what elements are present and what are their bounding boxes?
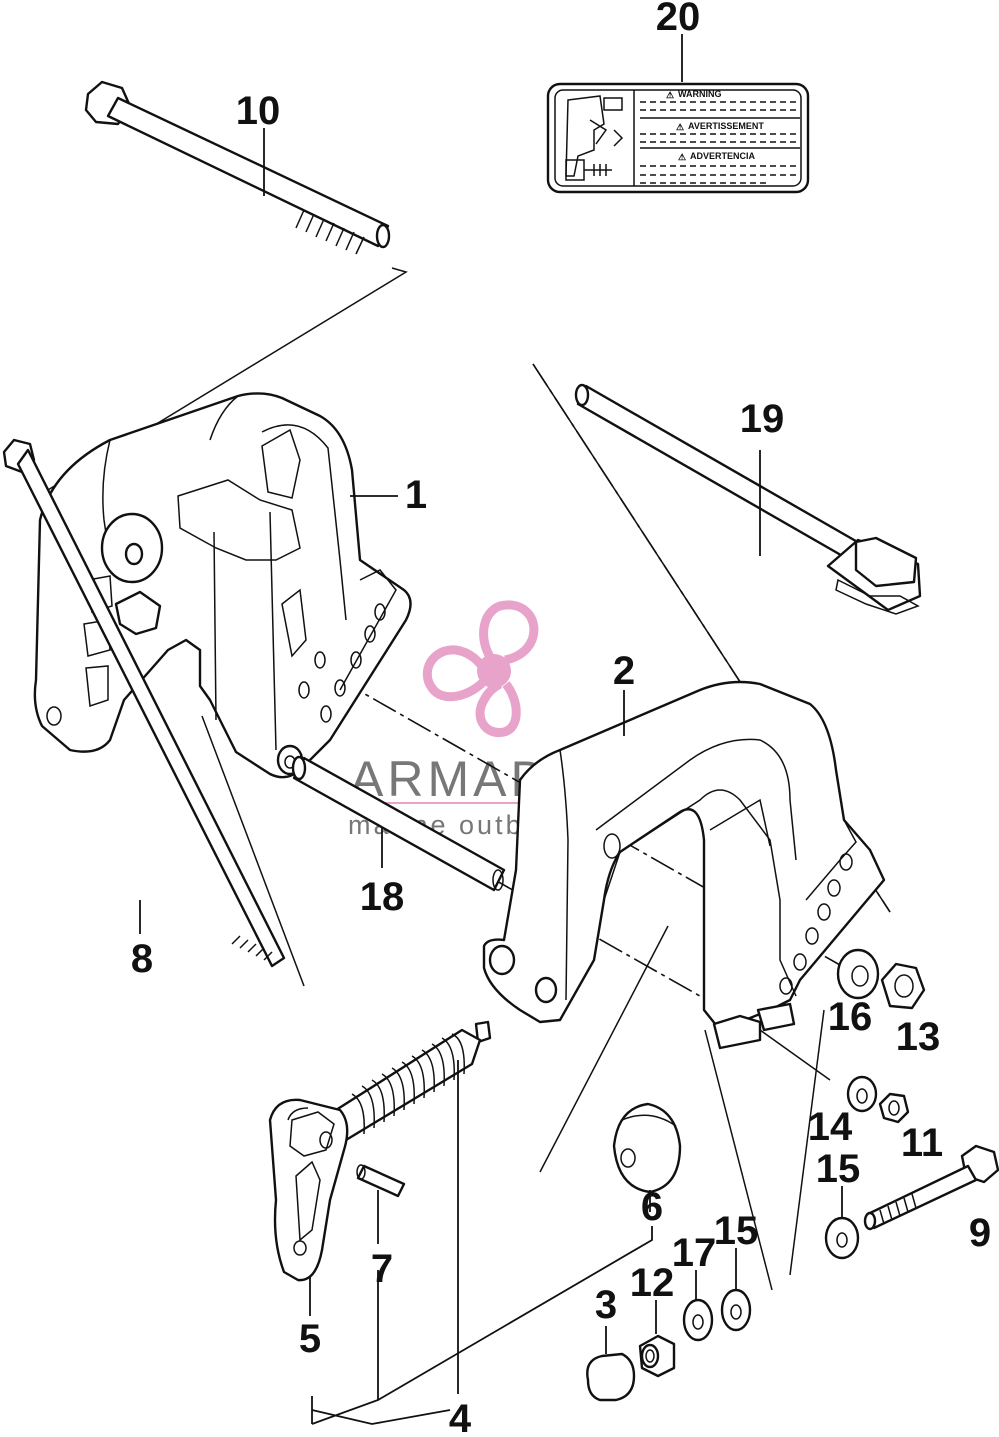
part-label-12: 12: [630, 1261, 675, 1305]
part-label-1: 1: [405, 473, 427, 517]
part-label-13: 13: [896, 1015, 941, 1059]
clamp-diagram-icon: [565, 95, 624, 181]
part-2-clamp-bracket: [482, 680, 886, 1050]
part-4-clamp-screw: [334, 1020, 492, 1394]
part-15-washer-lower: [720, 1248, 752, 1332]
part-label-9: 9: [969, 1211, 991, 1255]
avertissement-text: AVERTISSEMENT: [688, 121, 764, 131]
part-label-14: 14: [808, 1105, 853, 1149]
part-label-17: 17: [672, 1231, 717, 1275]
part-16-washer: [836, 948, 880, 1000]
part-13-nut: [880, 962, 926, 1010]
part-label-16: 16: [828, 995, 873, 1039]
part-17-washer: [682, 1270, 714, 1342]
part-label-3: 3: [595, 1283, 617, 1327]
part-18-tube: [291, 755, 506, 892]
part-6-pad: [612, 1102, 682, 1212]
advertencia-text: ADVERTENCIA: [690, 151, 756, 161]
propeller-logo-icon: [422, 600, 539, 737]
leader-lines: [263, 34, 683, 1425]
part-label-15b: 15: [714, 1209, 759, 1253]
part-20-warning-label: WARNING ⚠ AVERTISSEMENT ⚠ ADVERTENCIA ⚠: [546, 82, 810, 194]
part-label-18: 18: [360, 875, 405, 919]
part-11-nut: [878, 1092, 910, 1124]
part-15-washer-upper: [824, 1186, 860, 1260]
part-label-19: 19: [740, 397, 785, 441]
part-label-10: 10: [236, 89, 281, 133]
part-label-5: 5: [299, 1317, 321, 1361]
part-label-2: 2: [613, 649, 635, 693]
part-label-11: 11: [901, 1121, 943, 1165]
part-5-handle: [268, 1098, 349, 1316]
warning-triangle-icon: ⚠: [678, 152, 686, 162]
part-label-8: 8: [131, 937, 153, 981]
part-number-labels: 1 2 3 4 5 6 7 8 9 10 11 12 13 14 15 15 1…: [131, 0, 991, 1437]
warning-text: WARNING: [678, 89, 722, 99]
part-3-cap: [586, 1326, 636, 1402]
part-label-4: 4: [449, 1397, 472, 1437]
part-7-pin: [356, 1164, 406, 1244]
part-label-6: 6: [641, 1185, 663, 1229]
part-8-bolt: [2, 438, 286, 968]
part-label-20: 20: [656, 0, 701, 39]
part-12-spacer: [638, 1300, 676, 1378]
part-10-bolt: [84, 80, 391, 255]
part-14-washer: [846, 1075, 878, 1113]
part-label-15a: 15: [816, 1147, 861, 1191]
part-19-pin: [574, 383, 922, 615]
part-label-7: 7: [371, 1247, 393, 1291]
warning-triangle-icon: ⚠: [666, 90, 674, 100]
warning-triangle-icon: ⚠: [676, 122, 684, 132]
part-9-bolt: [863, 1144, 999, 1231]
